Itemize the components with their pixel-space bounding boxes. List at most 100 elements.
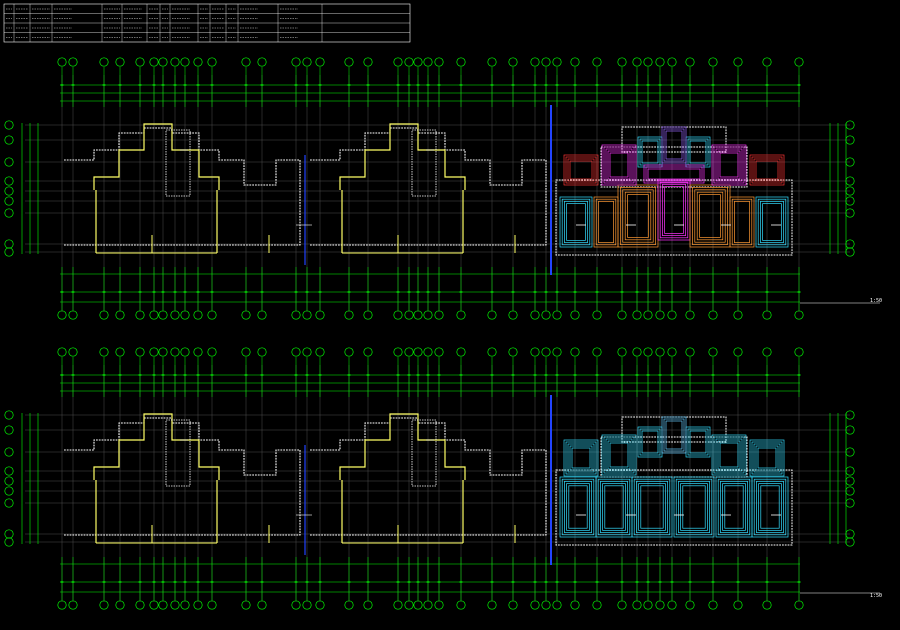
axis-bubble-bottom xyxy=(291,310,301,320)
axis-bubble-left xyxy=(4,476,14,486)
axis-bubble-top xyxy=(393,347,403,357)
axis-bubble-right xyxy=(845,120,855,130)
axis-bubble-bottom xyxy=(434,310,444,320)
axis-bubble-top xyxy=(617,57,627,67)
heating-coil xyxy=(687,428,709,456)
heating-coil xyxy=(638,483,666,531)
legend-table xyxy=(3,3,411,43)
axis-bubble-bottom xyxy=(434,600,444,610)
axis-bubble-top xyxy=(552,347,562,357)
axis-bubble-bottom xyxy=(508,600,518,610)
exterior-wall-outline xyxy=(64,417,301,536)
axis-bubble-bottom xyxy=(794,310,804,320)
axis-bubble-bottom xyxy=(762,310,772,320)
axis-bubble-bottom xyxy=(115,600,125,610)
axis-bubble-bottom xyxy=(667,600,677,610)
axis-bubble-top xyxy=(207,57,217,67)
axis-bubble-right xyxy=(845,537,855,547)
axis-bubble-left xyxy=(4,120,14,130)
heating-coil xyxy=(755,196,789,248)
axis-bubble-bottom xyxy=(733,310,743,320)
axis-bubble-top xyxy=(68,347,78,357)
axis-bubble-right xyxy=(845,176,855,186)
axis-bubble-bottom xyxy=(708,600,718,610)
axis-bubble-bottom xyxy=(241,310,251,320)
axis-bubble-bottom xyxy=(794,600,804,610)
axis-bubble-right xyxy=(845,247,855,257)
exterior-wall-outline xyxy=(310,127,547,246)
heating-coil xyxy=(755,445,779,471)
axis-bubble-bottom xyxy=(115,310,125,320)
axis-bubble-bottom xyxy=(655,600,665,610)
axis-bubble-bottom xyxy=(487,310,497,320)
axis-bubble-bottom xyxy=(541,310,551,320)
axis-bubble-top xyxy=(632,57,642,67)
axis-bubble-top xyxy=(302,347,312,357)
axis-bubble-bottom xyxy=(344,600,354,610)
axis-bubble-bottom xyxy=(643,310,653,320)
axis-bubble-bottom xyxy=(423,600,433,610)
heating-coil xyxy=(564,481,592,533)
axis-bubble-bottom xyxy=(423,310,433,320)
heating-coil xyxy=(680,483,708,531)
axis-bubble-bottom xyxy=(363,600,373,610)
axis-bubble-bottom xyxy=(570,310,580,320)
axis-bubble-top xyxy=(57,57,67,67)
axis-bubble-top xyxy=(530,57,540,67)
axis-bubble-left xyxy=(4,529,14,539)
axis-bubble-top xyxy=(149,57,159,67)
axis-bubble-bottom xyxy=(193,310,203,320)
axis-bubble-right xyxy=(845,466,855,476)
axis-bubble-bottom xyxy=(393,310,403,320)
heating-coil xyxy=(567,158,595,182)
axis-bubble-top xyxy=(158,57,168,67)
axis-bubble-top xyxy=(570,57,580,67)
axis-bubble-top xyxy=(393,57,403,67)
heating-coil xyxy=(753,478,787,536)
heating-coil xyxy=(631,476,673,538)
axis-bubble-right xyxy=(845,208,855,218)
axis-bubble-top xyxy=(115,347,125,357)
axis-bubble-top xyxy=(685,57,695,67)
axis-bubble-left xyxy=(4,135,14,145)
axis-bubble-bottom xyxy=(170,600,180,610)
axis-bubble-top xyxy=(241,347,251,357)
plan-scale-lower: 1:50 xyxy=(870,593,882,599)
heating-coil xyxy=(643,164,705,184)
axis-bubble-bottom xyxy=(257,310,267,320)
axis-bubble-bottom xyxy=(315,600,325,610)
axis-bubble-bottom xyxy=(617,310,627,320)
heating-coil xyxy=(755,160,779,180)
axis-bubble-top xyxy=(158,347,168,357)
axis-bubble-bottom xyxy=(404,600,414,610)
axis-bubble-top xyxy=(149,347,159,357)
heating-coil xyxy=(751,476,789,538)
axis-bubble-bottom xyxy=(708,310,718,320)
axis-bubble-bottom xyxy=(149,600,159,610)
axis-bubble-left xyxy=(4,466,14,476)
axis-bubble-left xyxy=(4,157,14,167)
axis-bubble-top xyxy=(99,57,109,67)
axis-bubble-bottom xyxy=(68,310,78,320)
heating-coil xyxy=(757,198,787,246)
axis-bubble-top xyxy=(193,57,203,67)
axis-bubble-right xyxy=(845,410,855,420)
heating-coil xyxy=(689,430,707,454)
heating-coil xyxy=(751,441,783,475)
axis-bubble-top xyxy=(68,57,78,67)
axis-bubble-left xyxy=(4,247,14,257)
heating-coil xyxy=(731,198,753,246)
axis-bubble-bottom xyxy=(617,600,627,610)
axis-bubble-bottom xyxy=(158,600,168,610)
heating-coil xyxy=(760,201,784,243)
heating-coil xyxy=(609,442,629,468)
axis-bubble-top xyxy=(57,347,67,357)
heating-coil xyxy=(598,201,614,243)
axis-bubble-bottom xyxy=(632,600,642,610)
axis-bubble-top xyxy=(592,57,602,67)
heating-coil xyxy=(713,436,745,474)
heating-coil xyxy=(673,476,715,538)
axis-bubble-top xyxy=(733,57,743,67)
axis-bubble-top xyxy=(762,57,772,67)
